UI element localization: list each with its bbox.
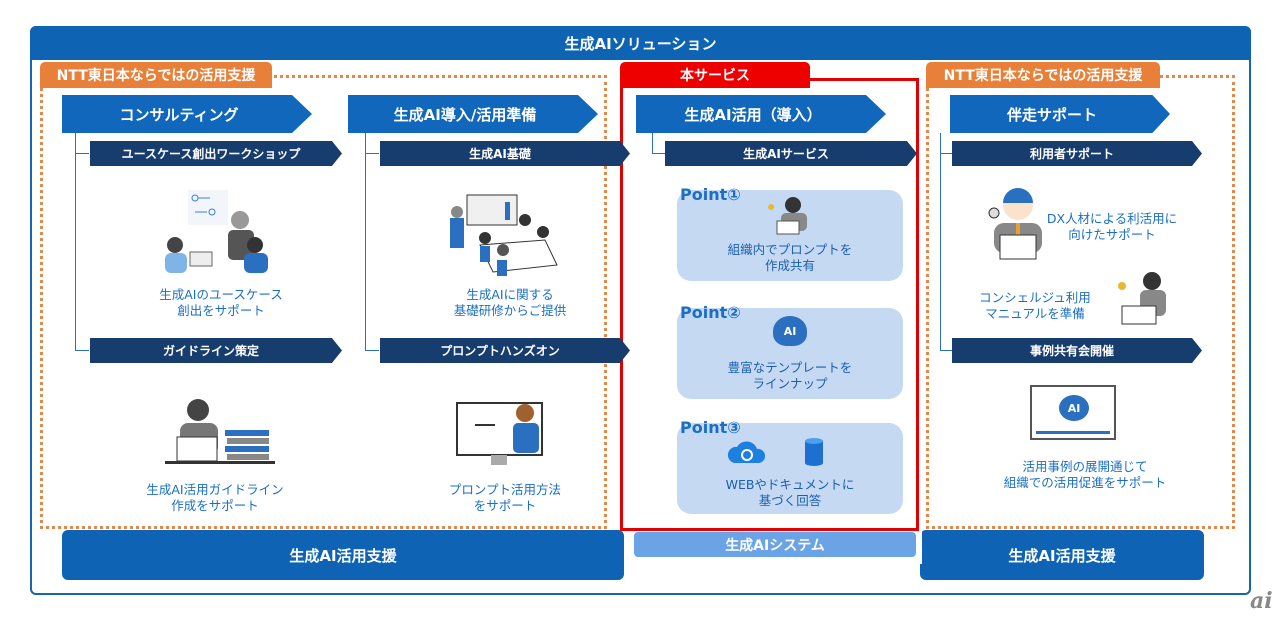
connector <box>365 153 379 154</box>
connector <box>75 133 76 351</box>
video-player-icon: AI <box>1030 385 1116 440</box>
ai-brain-icon: AI <box>1059 395 1089 421</box>
person-laptop-icon <box>768 197 807 235</box>
chevron-preparation: 生成AI導入/活用準備 <box>348 95 598 133</box>
connector <box>652 153 666 154</box>
sub-user-support: 利用者サポート <box>952 141 1202 166</box>
bottom-left-label: 生成AI活用支援 <box>289 546 397 565</box>
sub-usecase-workshop: ユースケース創出ワークショップ <box>90 141 342 166</box>
workshop-illustration <box>165 190 268 273</box>
chevron-consulting: コンサルティング <box>62 95 312 133</box>
sub-prompt-handson: プロンプトハンズオン <box>380 338 630 363</box>
caption-case-sharing: 活用事例の展開通じて組織での活用促進をサポート <box>1003 459 1167 490</box>
connector <box>940 350 954 351</box>
system-bar: 生成AIシステム <box>634 532 916 557</box>
caption-guideline: 生成AI活用ガイドライン作成をサポート <box>146 482 284 513</box>
bottom-right-label: 生成AI活用支援 <box>1008 546 1116 565</box>
point-card-1: Point① 組織内でプロンプトを作成共有 <box>677 185 903 281</box>
point-title: Point③ <box>680 418 741 437</box>
point-title: Point① <box>680 185 741 204</box>
connector <box>940 153 954 154</box>
caption-basics: 生成AIに関する基礎研修からご提供 <box>453 287 567 318</box>
solution-title: 生成AIソリューション <box>30 26 1251 60</box>
guideline-illustration <box>165 399 275 464</box>
point-text: WEBやドキュメントに基づく回答 <box>725 477 855 508</box>
connector <box>75 153 89 154</box>
chevron-accompany-support: 伴走サポート <box>950 95 1170 133</box>
point-card-3: Point③ WEBやドキュメントに基づく回答 <box>677 418 903 514</box>
connector <box>75 350 89 351</box>
ntt-support-tag-right: NTT東日本ならではの活用支援 <box>926 62 1160 88</box>
ntt-support-tag-left: NTT東日本ならではの活用支援 <box>40 62 272 88</box>
point-text: 豊富なテンプレートをラインナップ <box>727 360 853 391</box>
sub-genai-service: 生成AIサービス <box>665 141 917 166</box>
caption-concierge: コンシェルジュ利用マニュアルを準備 <box>979 290 1091 321</box>
sub-case-sharing: 事例共有会開催 <box>952 338 1202 363</box>
sub-genai-basics: 生成AI基礎 <box>380 141 630 166</box>
person-laptop-illustration <box>1118 272 1166 325</box>
system-label: 生成AIシステム <box>725 537 825 554</box>
point-title: Point② <box>680 303 741 322</box>
caption-usecase: 生成AIのユースケース創出をサポート <box>159 287 283 318</box>
connector <box>652 133 653 153</box>
video-progress-bar <box>1036 431 1110 434</box>
point-text: 組織内でプロンプトを作成共有 <box>727 242 853 273</box>
cloud-search-icon <box>727 441 766 463</box>
connector <box>365 350 379 351</box>
training-illustration <box>450 194 558 276</box>
bottom-bar-left: 生成AI活用支援 <box>62 530 624 580</box>
bottom-bar-right: 生成AI活用支援 <box>920 530 1204 580</box>
chevron-utilization: 生成AI活用（導入） <box>636 95 886 133</box>
handson-illustration <box>456 402 543 465</box>
caption-dx-support: DX人材による利活用に向けたサポート <box>1046 211 1178 242</box>
connector <box>365 133 366 351</box>
caption-prompt: プロンプト活用方法をサポート <box>448 482 562 513</box>
connector <box>940 133 941 351</box>
ntt-support-box-left <box>40 75 607 529</box>
sub-guideline: ガイドライン策定 <box>90 338 342 363</box>
watermark-logo: ai <box>1250 588 1273 614</box>
point-card-2: Point② AI 豊富なテンプレートをラインナップ <box>677 303 903 399</box>
database-icon <box>805 438 823 466</box>
ai-brain-icon: AI <box>773 316 807 346</box>
phone-support-illustration <box>988 188 1042 260</box>
service-tag: 本サービス <box>620 62 810 88</box>
